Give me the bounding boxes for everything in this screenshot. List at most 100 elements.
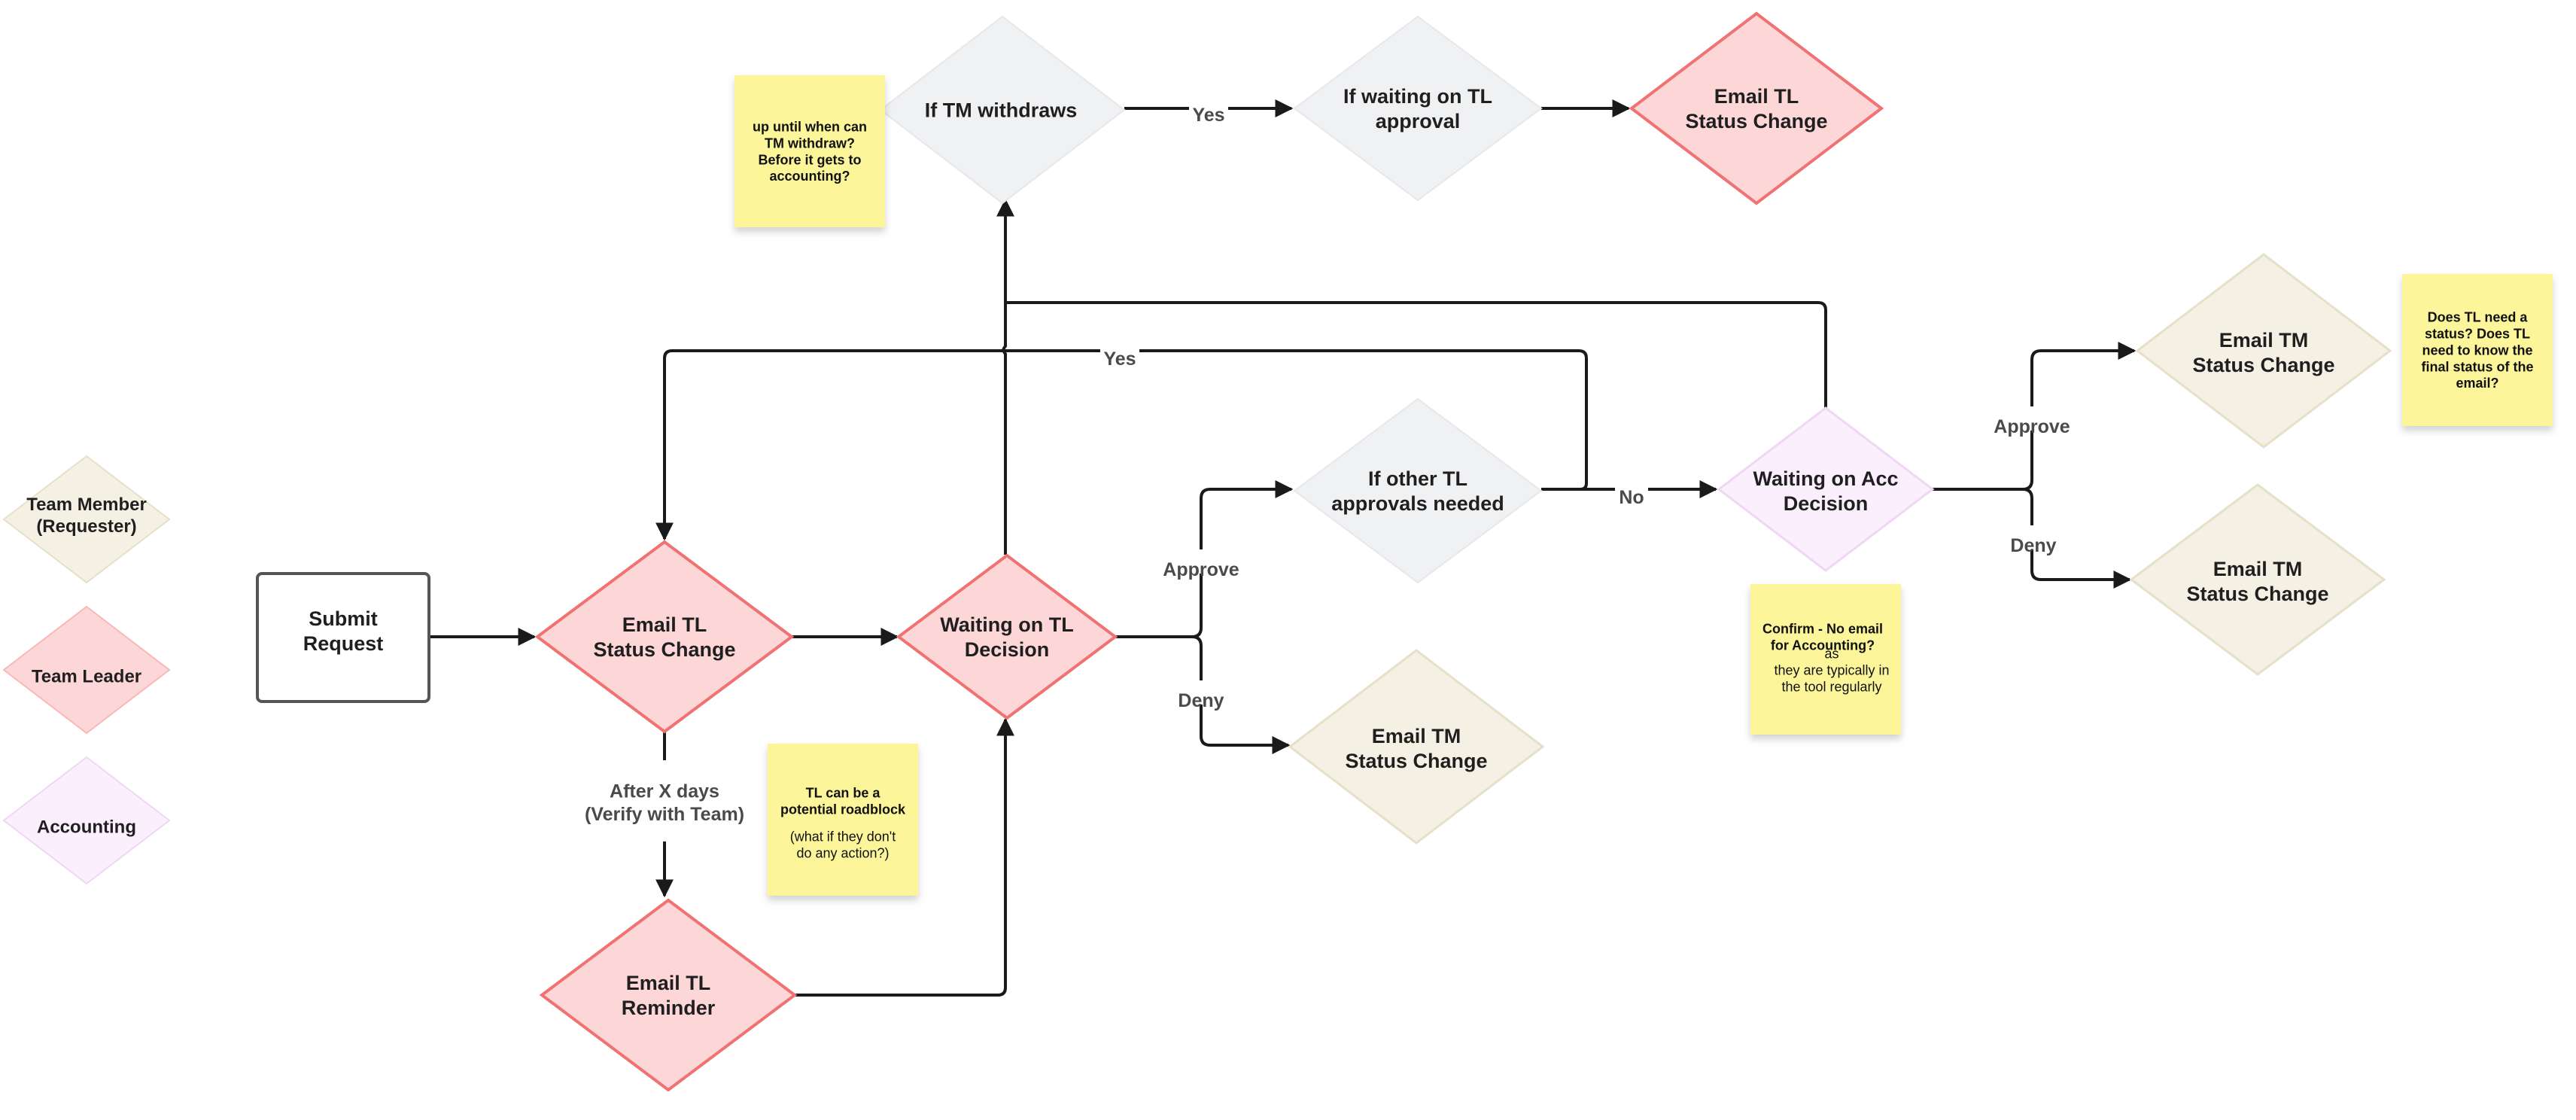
text-line: Approve (1994, 416, 2070, 437)
text-line: as (1824, 646, 1838, 661)
node-submit-request-box (256, 572, 430, 703)
edge-waiting-tl-to-withdraw (996, 198, 1014, 555)
text-line: for Accounting? (1771, 638, 1875, 653)
node-if-tm-withdraws-label: If TM withdraws (925, 99, 1078, 121)
sticky-roadblock-note-bg (768, 744, 918, 896)
edge-reminder-to-waiting-tl (793, 717, 1014, 997)
edges (429, 99, 2137, 997)
legend-team-leader-shape (2, 605, 171, 735)
text-line: Accounting (37, 817, 136, 837)
node-email-tm-status-change-acc-deny-shape (2129, 483, 2386, 676)
text-line: Decision (965, 638, 1050, 661)
text-line: Does TL need a (2428, 309, 2529, 324)
legend-team-leader-label: Team Leader (32, 666, 141, 686)
text-line: Email TM (1372, 725, 1461, 747)
text-line: (Requester) (36, 516, 136, 537)
node-email-tl-reminder[interactable]: Email TL Reminder (539, 898, 798, 1092)
text-line: Approve (1163, 559, 1239, 580)
node-email-tl-status-change-shape (534, 540, 795, 734)
label-bg-yes-other (1100, 340, 1139, 363)
text-line: Email TL (626, 972, 711, 994)
legend: Team Member(Requester) Team Leader Accou… (2, 455, 171, 885)
edge-label-approve-tl: Approve (1163, 559, 1239, 580)
text-line: Team Leader (32, 666, 141, 686)
sticky-status-note-bg (2402, 274, 2553, 426)
text-line: If TM withdraws (925, 99, 1078, 121)
text-line: Request (303, 632, 384, 655)
text-line: (Verify with Team) (585, 804, 744, 825)
node-email-tl-reminder-shape (539, 898, 798, 1092)
node-waiting-on-tl-decision-shape (896, 553, 1118, 720)
edge-label-deny-acc: Deny (2010, 535, 2056, 556)
text-line: Status Change (1685, 110, 1827, 132)
edge-label-yes-other-approvals: Yes (1103, 348, 1136, 370)
text-line: (what if they don't (790, 829, 896, 844)
edge-label-after-x-days: After X days(Verify with Team) (585, 781, 744, 826)
legend-accounting: Accounting (2, 756, 171, 885)
text-line: they are typically in (1774, 662, 1889, 677)
text-line: Deny (1178, 690, 1224, 711)
edge-label-yes-withdraw: Yes (1192, 105, 1224, 126)
text-line: Status Change (2186, 583, 2328, 605)
text-line: Submit (309, 607, 378, 630)
node-email-tm-status-change-acc-approve-shape (2135, 253, 2392, 449)
text-line: do any action?) (796, 845, 889, 860)
edge-label-approve-acc: Approve (1994, 416, 2070, 437)
text-line: the tool regularly (1781, 679, 1881, 694)
text-line: up until when can (753, 119, 867, 134)
node-email-tm-status-change-acc-deny[interactable]: Email TM Status Change (2129, 483, 2386, 676)
text-line: Yes (1103, 348, 1136, 370)
text-line: Deny (2010, 535, 2056, 556)
text-line: Decision (1784, 492, 1869, 515)
edge-waiting-tl-deny (1191, 635, 1291, 754)
sticky-accounting-note-bg (1750, 584, 1901, 735)
text-line: Email TM (2213, 558, 2303, 580)
node-if-tm-withdraws[interactable]: If TM withdraws (879, 15, 1126, 205)
label-bg-no (1615, 479, 1648, 501)
label-bg-deny-tl (1174, 680, 1228, 705)
text-line: Email TL (1714, 85, 1799, 108)
edge-label-no-other-approvals: No (1619, 487, 1644, 508)
node-if-waiting-on-tl-approval-shape (1293, 15, 1543, 202)
text-line: If waiting on TL (1343, 85, 1492, 108)
text-line: approval (1376, 110, 1461, 132)
text-line: final status of the (2421, 359, 2533, 374)
legend-team-leader: Team Leader (2, 605, 171, 735)
text-line: accounting? (770, 169, 850, 184)
text-line: After X days (610, 781, 719, 802)
edge-label-deny-tl: Deny (1178, 690, 1224, 711)
text-line: Email TL (622, 613, 707, 636)
text-line: Waiting on Acc (1753, 467, 1899, 490)
text-line: Before it gets to (758, 152, 861, 167)
text-line: email? (2456, 376, 2498, 391)
sticky-withdraw-note-bg (734, 75, 885, 227)
node-if-tm-withdraws-shape (879, 15, 1126, 205)
text-line: Waiting on TL (940, 613, 1073, 636)
text-line: potential roadblock (780, 802, 906, 817)
node-email-tm-status-change-tl-deny-shape (1288, 649, 1545, 845)
text-line: Reminder (622, 997, 716, 1019)
text-line: need to know the (2422, 342, 2532, 358)
